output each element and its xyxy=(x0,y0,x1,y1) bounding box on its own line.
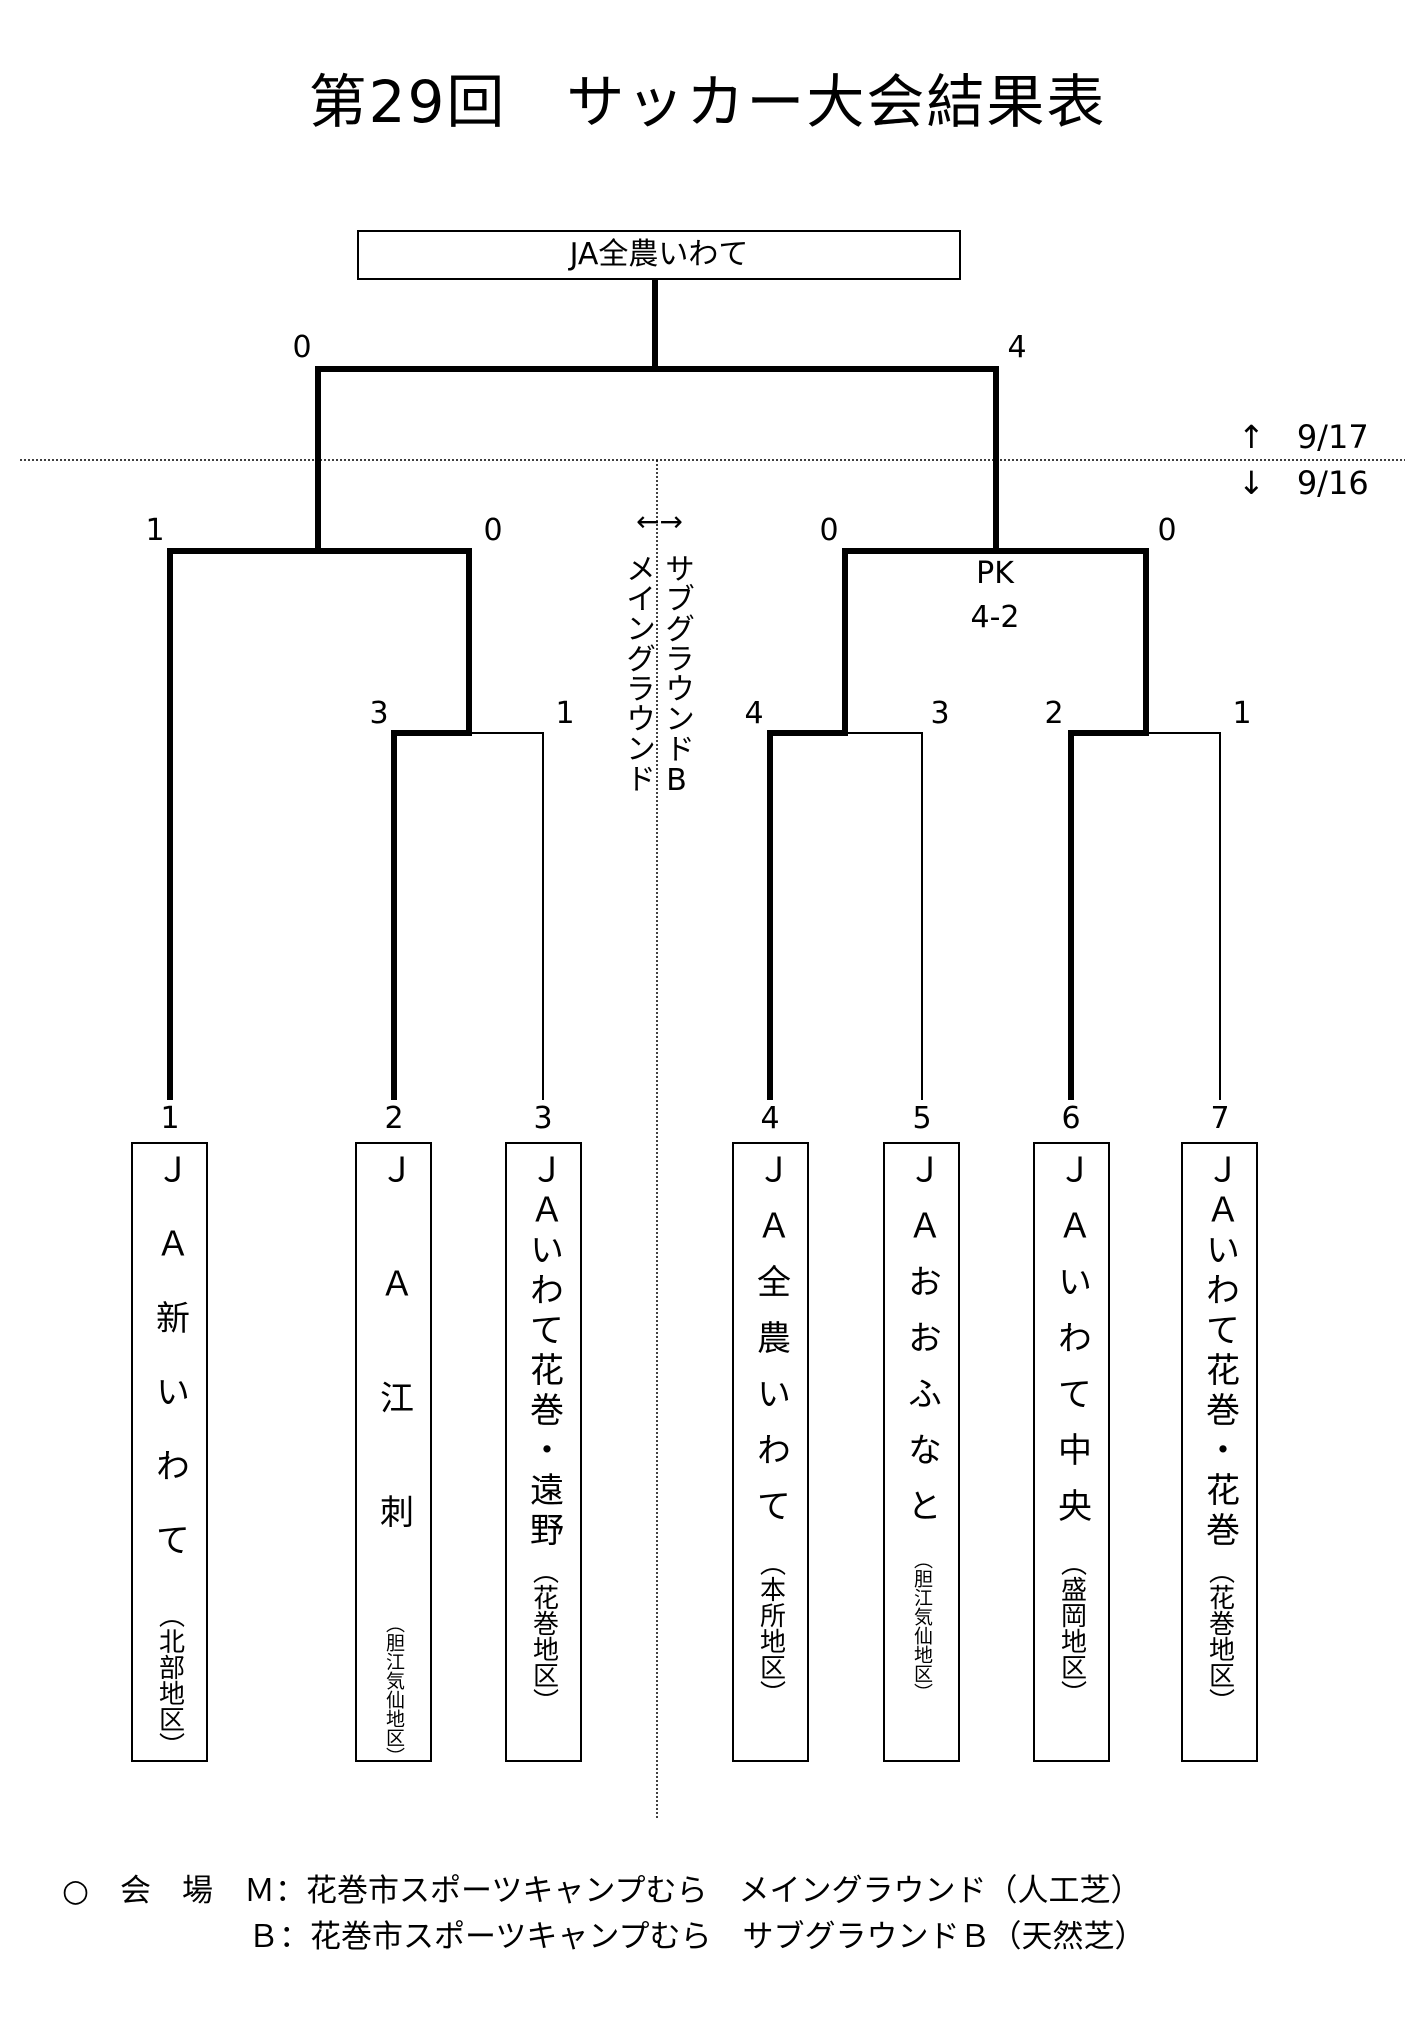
path-team-2 xyxy=(318,548,472,1100)
team-name: ＪＡおおふなと xyxy=(901,1152,942,1544)
team-box-3: ＪＡいわて花巻・遠野 （花巻地区） xyxy=(505,1142,582,1762)
date-lower: ↓ 9/16 xyxy=(1238,464,1369,502)
venue-footer: ○ 会 場 Ｍ：花巻市スポーツキャンプむら メイングラウンド（人工芝） Ｂ：花巻… xyxy=(62,1868,1145,1960)
team-name: ＪＡ新いわて xyxy=(149,1152,190,1596)
team-box-5: ＪＡおおふなと （胆江気仙地区） xyxy=(883,1142,960,1762)
score-r1-team7: 1 xyxy=(1232,696,1251,731)
path-team-7 xyxy=(1146,732,1221,1100)
path-team-4 xyxy=(767,548,996,1100)
score-r1-team4: 4 xyxy=(744,696,763,731)
page-title: 第29回 サッカー大会結果表 xyxy=(308,68,1107,136)
score-r1-team6: 2 xyxy=(1044,696,1063,731)
team-box-4: ＪＡ全農いわて （本所地区） xyxy=(732,1142,809,1762)
path-team-3 xyxy=(469,732,544,1100)
path-team-6 xyxy=(996,548,1149,1100)
team-name: ＪＡいわて花巻・遠野 xyxy=(523,1152,564,1552)
team-region: （盛岡地区） xyxy=(1056,1550,1087,1706)
team-box-7: ＪＡいわて花巻・花巻 （花巻地区） xyxy=(1181,1142,1258,1762)
path-left-semifinal xyxy=(315,366,655,551)
score-sf-right-1: 0 xyxy=(819,513,838,548)
champion-box: JA全農いわて xyxy=(357,230,961,280)
team-box-1: ＪＡ新いわて （北部地区） xyxy=(131,1142,208,1762)
team-name: ＪＡいわて中央 xyxy=(1051,1152,1092,1544)
venue-row-main: ○ 会 場 Ｍ：花巻市スポーツキャンプむら メイングラウンド（人工芝） xyxy=(62,1873,1142,1909)
seed-2: 2 xyxy=(384,1101,403,1136)
team-region: （胆江気仙地区） xyxy=(383,1614,405,1766)
path-team-1 xyxy=(167,548,318,1100)
ground-arrow: ←→ xyxy=(636,505,683,538)
score-r1-team2: 3 xyxy=(369,696,388,731)
team-name: ＪＡ江刺 xyxy=(373,1152,414,1608)
path-right-semifinal xyxy=(655,366,999,551)
score-sf-left-2: 0 xyxy=(483,513,502,548)
score-r1-team5: 3 xyxy=(930,696,949,731)
venue-row-sub: Ｂ：花巻市スポーツキャンプむら サブグラウンドＢ（天然芝） xyxy=(62,1919,1146,1955)
seed-3: 3 xyxy=(533,1101,552,1136)
score-labels: 0 4 1 0 0 0 3 1 4 3 2 1 xyxy=(145,330,1251,731)
score-sf-right-2: 0 xyxy=(1157,513,1176,548)
team-region: （胆江気仙地区） xyxy=(911,1550,933,1702)
main-ground-label: メイングラウンド xyxy=(620,553,655,793)
sub-ground-label: サブグラウンドB xyxy=(659,553,694,798)
team-region: （北部地区） xyxy=(154,1602,185,1758)
seed-numbers: 1 2 3 4 5 6 7 xyxy=(160,1101,1229,1136)
score-final-right: 4 xyxy=(1007,330,1026,365)
score-sf-left-1: 1 xyxy=(145,513,164,548)
path-team-5 xyxy=(845,732,923,1100)
team-box-2: ＪＡ江刺 （胆江気仙地区） xyxy=(355,1142,432,1766)
date-upper: ↑ 9/17 xyxy=(1238,418,1369,456)
seed-4: 4 xyxy=(760,1101,779,1136)
team-name: ＪＡいわて花巻・花巻 xyxy=(1199,1152,1240,1552)
seed-6: 6 xyxy=(1061,1101,1080,1136)
team-region: （花巻地区） xyxy=(528,1558,559,1714)
score-r1-team3: 1 xyxy=(555,696,574,731)
loser-paths xyxy=(469,732,1221,1100)
team-name: ＪＡ全農いわて xyxy=(750,1152,791,1544)
seed-1: 1 xyxy=(160,1101,179,1136)
pk-label: PK xyxy=(976,556,1015,591)
team-box-6: ＪＡいわて中央 （盛岡地区） xyxy=(1033,1142,1110,1762)
team-region: （本所地区） xyxy=(755,1550,786,1706)
score-final-left: 0 xyxy=(292,330,311,365)
pk-score: 4-2 xyxy=(971,600,1020,635)
seed-7: 7 xyxy=(1210,1101,1229,1136)
winner-paths xyxy=(167,280,1149,1100)
team-region: （花巻地区） xyxy=(1204,1558,1235,1714)
seed-5: 5 xyxy=(912,1101,931,1136)
